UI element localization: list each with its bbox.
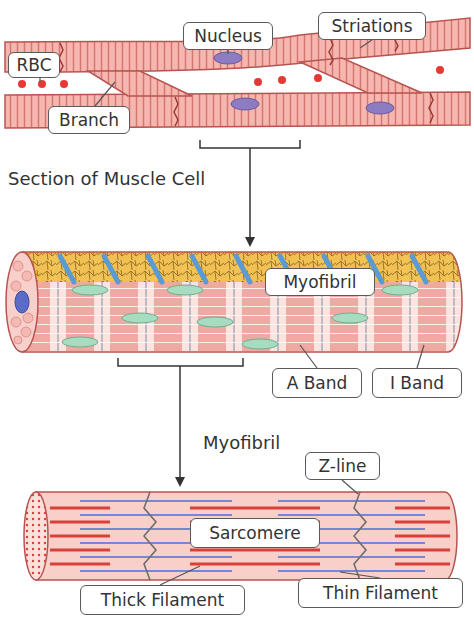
a-band-label: A Band — [272, 368, 362, 398]
callout-text: Z-line — [318, 457, 366, 476]
callout-text: Thick Filament — [101, 591, 224, 610]
callout-text: A Band — [287, 374, 348, 393]
callout-text: Striations — [331, 17, 412, 36]
sarcomere-label: Sarcomere — [190, 518, 320, 548]
callout-text: Nucleus — [194, 27, 262, 46]
callout-text: Thin Filament — [323, 584, 438, 603]
section-label: Myofibril — [203, 432, 323, 453]
i-band-label: I Band — [372, 368, 462, 398]
z-line-label: Z-line — [305, 452, 380, 480]
nucleus-label: Nucleus — [183, 22, 273, 50]
callout-text: I Band — [390, 374, 444, 393]
callout-text: Branch — [59, 111, 119, 130]
rbc-label: RBC — [8, 52, 60, 78]
callout-text: Myofibril — [283, 273, 356, 292]
callout-text: RBC — [16, 56, 51, 75]
myofibril-label: Myofibril — [265, 268, 375, 296]
section-label: Section of Muscle Cell — [8, 168, 268, 189]
striations-label: Striations — [318, 12, 426, 40]
thin-filament-label: Thin Filament — [298, 578, 463, 608]
callout-text: Sarcomere — [209, 524, 301, 543]
thick-filament-label: Thick Filament — [80, 585, 245, 615]
branch-label: Branch — [48, 106, 130, 134]
